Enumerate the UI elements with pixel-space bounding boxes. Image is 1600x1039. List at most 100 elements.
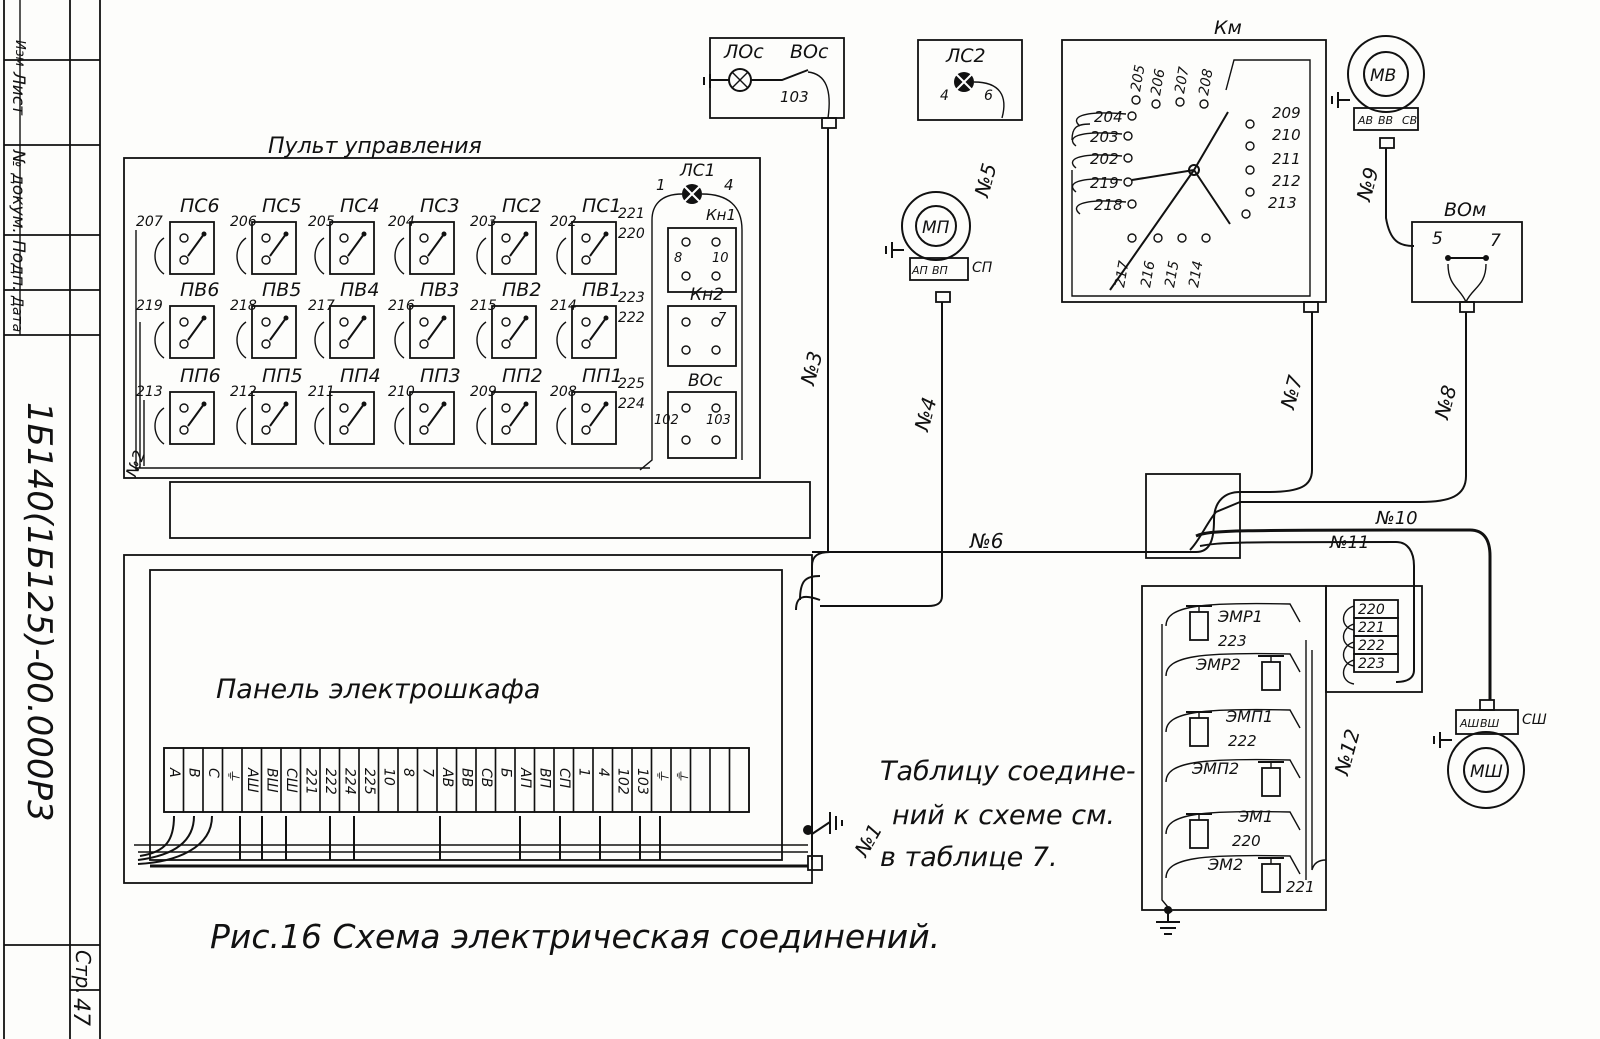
motor-msh-pin-ash: АШ	[1459, 717, 1480, 730]
switch-box	[571, 221, 617, 275]
kn2-label: Кн2	[690, 285, 724, 305]
switch-number: 221	[618, 206, 645, 222]
switch-number: 204	[388, 214, 415, 230]
terminal-label: АШ	[244, 767, 260, 793]
switch-number: 219	[136, 298, 163, 314]
switch-number: 218	[230, 298, 257, 314]
switch-label: ПП2	[502, 365, 543, 387]
page-number: 47	[68, 998, 93, 1026]
vom-pin-7: 7	[1490, 231, 1501, 251]
switch-number: 206	[230, 214, 257, 230]
km-contact-number: 213	[1268, 194, 1297, 212]
terminal-cell	[494, 747, 516, 813]
switch-number: 225	[618, 376, 645, 392]
terminal-label: 4	[595, 768, 611, 777]
em-coil-icon	[1261, 767, 1281, 797]
em-number: 220	[1232, 832, 1261, 850]
cable-label-n4: №4	[909, 395, 941, 435]
note-line-2: ний к схеме см.	[892, 800, 1115, 831]
terminal-label: ⏚	[654, 768, 670, 782]
vom-box: ВОм 5 7	[1411, 199, 1523, 313]
cable-n9	[1385, 148, 1415, 247]
switch-number: 215	[470, 298, 497, 314]
motor-mv-pin-sv: СВ	[1402, 114, 1417, 127]
em-terminal-label: 221	[1358, 620, 1385, 636]
switch-label: ПС6	[180, 195, 220, 217]
terminal-label: ВШ	[264, 768, 280, 793]
kn1-pin-8: 8	[674, 251, 682, 266]
switch-number: 205	[308, 214, 335, 230]
switch-label: ПП6	[180, 365, 221, 387]
km-contact-number: 211	[1272, 150, 1301, 168]
switch-number: 213	[136, 384, 163, 400]
km-contact-number: 217	[1112, 260, 1132, 289]
note-line-3: в таблице 7.	[880, 842, 1058, 873]
lamp-ls1-label: ЛС1	[679, 161, 715, 181]
km-contact-number: 218	[1094, 196, 1123, 214]
cable-label-n5: №5	[969, 161, 1001, 201]
terminal-label: АВ	[439, 767, 455, 787]
vos-pin-102: 102	[654, 413, 679, 428]
em-coil-icon	[1261, 661, 1281, 691]
cabinet-harness	[134, 551, 831, 868]
ls2-label: ЛС2	[945, 45, 986, 67]
motor-mp-label: МП	[922, 218, 950, 238]
cable-n7	[1240, 312, 1313, 493]
motor-mp-pin-ap: АП	[911, 264, 928, 277]
terminal-label: ⏚	[673, 768, 689, 782]
motor-msh-pin-ssh: СШ	[1522, 712, 1547, 728]
switch-box	[571, 305, 617, 359]
em-terminal-label: 220	[1358, 602, 1385, 618]
title-col-list: Лист	[8, 71, 28, 116]
terminal-label: 10	[381, 768, 397, 786]
cable-labels: №1 №2 №3 №4 №5 №6 №7 №8 №9 №10 №11 №12	[122, 161, 1462, 862]
ls2-pin-6: 6	[984, 88, 993, 104]
switch-box	[491, 221, 537, 275]
cable-label-n9: №9	[1351, 165, 1383, 205]
switch-box	[169, 305, 215, 359]
terminal-label: 103	[634, 768, 650, 795]
switch-label: ПВ2	[502, 279, 541, 301]
page-label: Стр.	[71, 950, 95, 995]
switch-number: 220	[618, 226, 645, 242]
km-contact-number: 202	[1090, 150, 1119, 168]
note-line-1: Таблицу соедине-	[880, 756, 1136, 787]
title-col-doc: № докум.	[8, 149, 28, 234]
motor-mp: МП АП ВП СП	[885, 191, 993, 303]
em-number: 222	[1228, 732, 1257, 750]
kn2-pin-7: 7	[718, 311, 727, 326]
switch-number: 217	[308, 298, 335, 314]
switch-box	[409, 305, 455, 359]
terminal-label: Б	[498, 768, 514, 778]
vom-pin-5: 5	[1432, 229, 1443, 249]
terminal-label: СВ	[478, 768, 494, 787]
figure-caption: Рис.16 Схема электрическая соединений.	[210, 917, 940, 956]
switch-box	[409, 221, 455, 275]
km-contact-number: 204	[1094, 108, 1123, 126]
switch-box	[251, 221, 297, 275]
em-label: ЭМ1	[1237, 807, 1273, 826]
cable-label-n3: №3	[795, 349, 827, 389]
switch-label: ПВ5	[262, 279, 301, 301]
terminal-cell	[728, 747, 750, 813]
junction-box	[812, 473, 1492, 700]
km-contact-number: 208	[1196, 68, 1216, 97]
switch-label: ПВ1	[582, 279, 621, 301]
switch-number: 216	[388, 298, 415, 314]
em-number: 223	[1218, 632, 1247, 650]
switch-box	[491, 305, 537, 359]
km-contact-number: 212	[1272, 172, 1301, 190]
km-contact-number: 215	[1162, 260, 1182, 289]
km-contact-number: 210	[1272, 126, 1301, 144]
terminal-cell	[397, 747, 419, 813]
lamp-ls1-pin-4: 4	[724, 176, 734, 194]
switch-number: 207	[136, 214, 163, 230]
terminal-label: ВВ	[459, 768, 475, 787]
terminal-cell	[163, 747, 185, 813]
terminal-cell	[709, 747, 731, 813]
terminal-label: АП	[517, 767, 533, 789]
